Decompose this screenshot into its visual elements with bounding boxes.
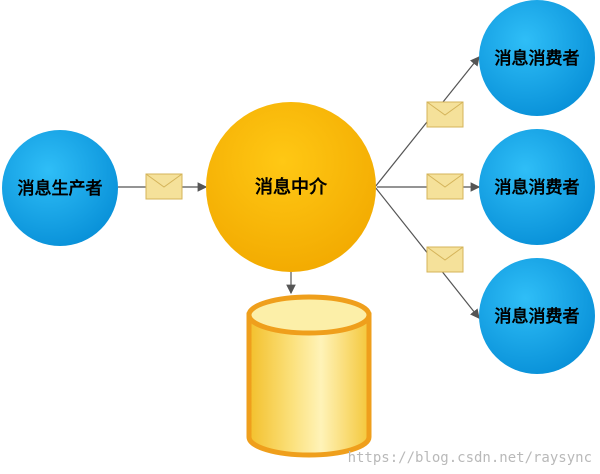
producer-label: 消息生产者 <box>18 178 103 199</box>
consumer-node: 消息消费者 <box>479 0 595 116</box>
envelope-icon <box>426 246 464 273</box>
producer-node: 消息生产者 <box>2 130 118 246</box>
envelope-icon <box>426 101 464 128</box>
broker-label: 消息中介 <box>255 176 328 198</box>
watermark-text: https://blog.csdn.net/raysync <box>348 450 592 466</box>
database-cylinder-icon <box>246 294 372 458</box>
consumer-node: 消息消费者 <box>479 129 595 245</box>
envelope-icon <box>145 173 183 200</box>
consumer-label: 消息消费者 <box>495 177 580 198</box>
envelope-icon <box>426 173 464 200</box>
consumer-node: 消息消费者 <box>479 258 595 374</box>
broker-node: 消息中介 <box>206 102 376 272</box>
consumer-label: 消息消费者 <box>495 306 580 327</box>
consumer-label: 消息消费者 <box>495 48 580 69</box>
